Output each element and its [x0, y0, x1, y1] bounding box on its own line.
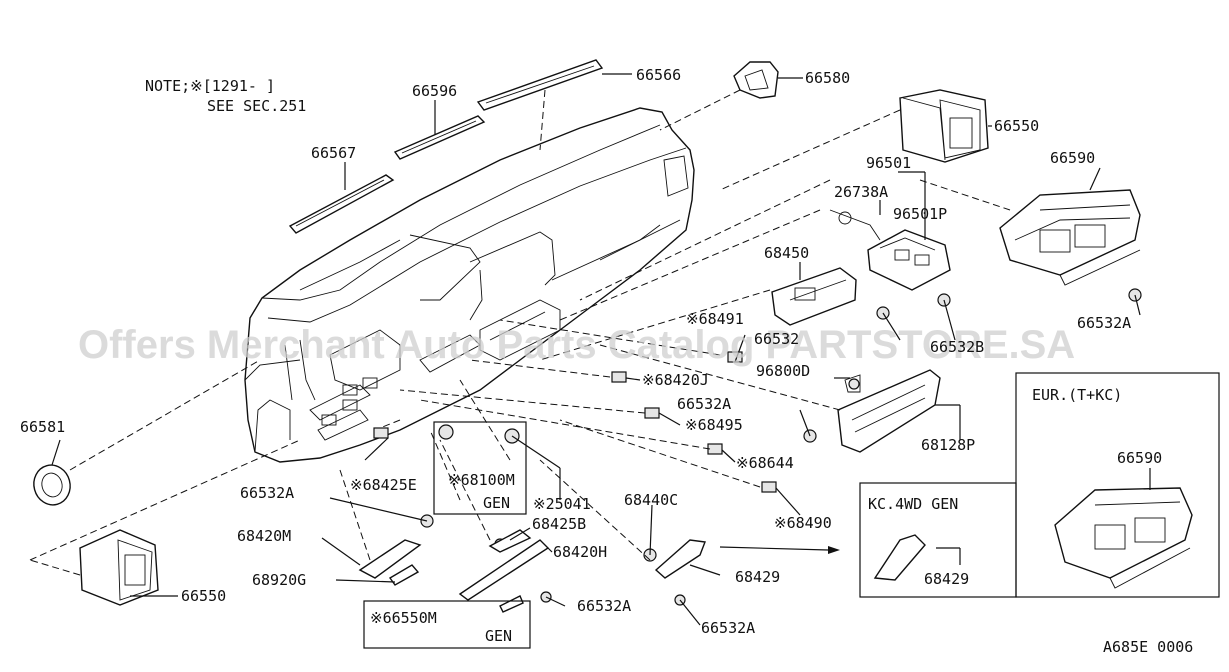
side-vent-66580-drawing: [733, 61, 779, 99]
label-68440c: 68440C: [624, 491, 678, 509]
label-96501: 96501: [866, 154, 911, 172]
kc4wd-box-title: KC.4WD GEN: [868, 495, 958, 513]
kc4wd-variant-box: [859, 482, 1017, 598]
leader-lines: [51, 73, 1151, 626]
label-66550m: ※66550M: [370, 609, 437, 627]
label-66550m-gen: GEN: [485, 627, 512, 645]
label-68100m-gen: GEN: [483, 494, 510, 512]
side-vent-66581-drawing: [33, 464, 71, 506]
instrument-panel-drawing: [244, 107, 695, 463]
label-25041: ※25041: [533, 495, 591, 513]
label-68425b: 68425B: [532, 515, 586, 533]
label-66550-bottom: 66550: [181, 587, 226, 605]
label-68100m: ※68100M: [448, 471, 515, 489]
label-66581: 66581: [20, 418, 65, 436]
label-66532a-right: 66532A: [1077, 314, 1131, 332]
label-68490: ※68490: [774, 514, 832, 532]
label-96501p: 96501P: [893, 205, 947, 223]
label-26738a: 26738A: [834, 183, 888, 201]
watermark: Offers Merchant Auto Parts Catalog PARTS…: [78, 323, 1075, 367]
label-66532: 66532: [754, 330, 799, 348]
heater-control-eur-drawing: [1054, 487, 1193, 589]
kc4wd-box-part: 68429: [924, 570, 969, 588]
label-66580: 66580: [805, 69, 850, 87]
note-line-1: NOTE;※[1291- ]: [145, 77, 275, 95]
center-vent-66550-bottom-drawing: [79, 529, 159, 606]
eur-box-title: EUR.(T+KC): [1032, 386, 1122, 404]
bracket-drawings: [358, 529, 926, 613]
label-66590: 66590: [1050, 149, 1095, 167]
label-68495: ※68495: [685, 416, 743, 434]
center-vent-66550-drawing: [899, 89, 989, 163]
label-68920g: 68920G: [252, 571, 306, 589]
label-96800d: 96800D: [756, 362, 810, 380]
diagram-code: A685E 0006: [1103, 638, 1193, 656]
label-68420m: 68420M: [237, 527, 291, 545]
label-66532a-bottom-1: 66532A: [577, 597, 631, 615]
eur-box-part: 66590: [1117, 449, 1162, 467]
m68100-gen-box: [433, 421, 527, 515]
label-68644: ※68644: [736, 454, 794, 472]
label-68491: ※68491: [686, 310, 744, 328]
labels: NOTE;※[1291- ] SEE SEC.251 66566 66580 6…: [20, 66, 1193, 656]
label-68429: 68429: [735, 568, 780, 586]
label-66532a-bottom-2: 66532A: [701, 619, 755, 637]
label-66532a-mid: 66532A: [677, 395, 731, 413]
label-66532a-left: 66532A: [240, 484, 294, 502]
label-68450: 68450: [764, 244, 809, 262]
note-line-2: SEE SEC.251: [207, 97, 306, 115]
label-66532b: 66532B: [930, 338, 984, 356]
switch-assembly-96501-drawing: [829, 209, 951, 291]
label-66566: 66566: [636, 66, 681, 84]
defroster-grille-drawings: [288, 59, 604, 234]
label-66550-top: 66550: [994, 117, 1039, 135]
label-66596: 66596: [412, 82, 457, 100]
m66550-gen-box: [363, 600, 531, 649]
label-68420h: 68420H: [553, 543, 607, 561]
dashed-assembly-lines: [29, 89, 1011, 576]
label-68420j: ※68420J: [642, 371, 709, 389]
label-66567: 66567: [311, 144, 356, 162]
label-68425e: ※68425E: [350, 476, 417, 494]
heater-control-66590-drawing: [999, 189, 1141, 286]
label-68128p: 68128P: [921, 436, 975, 454]
ashtray-68450-drawing: [771, 267, 857, 326]
